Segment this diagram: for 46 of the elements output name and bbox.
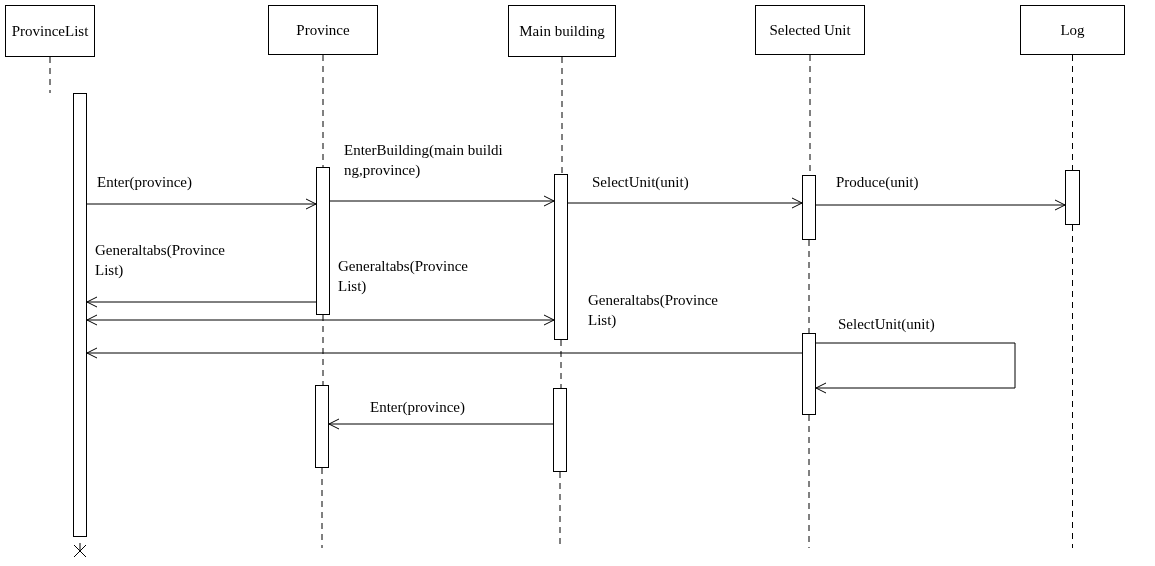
message-label: EnterBuilding(main building,province) <box>344 141 504 181</box>
lifeline-header-box <box>508 5 616 57</box>
message-label: Generaltabs(ProvinceList) <box>588 291 719 331</box>
lifeline-name: Main building <box>519 21 605 41</box>
message-arrow <box>86 198 317 210</box>
message-arrow <box>328 418 554 430</box>
lifeline-name: ProvinceList <box>11 21 89 41</box>
lifeline <box>49 56 51 94</box>
lifeline <box>808 414 810 549</box>
activation-bar <box>554 174 568 340</box>
message-label: Generaltabs(ProvinceList) <box>338 257 469 297</box>
message-arrow <box>86 314 555 326</box>
lifeline-name: Selected Unit <box>769 20 851 40</box>
message-arrow <box>86 296 317 308</box>
message-arrow <box>815 199 1066 211</box>
message-label: Enter(province) <box>97 173 193 192</box>
lifeline <box>322 54 324 168</box>
lifeline-name: Log <box>1060 20 1085 40</box>
lifeline <box>560 339 562 389</box>
lifeline-header-box <box>1020 5 1125 55</box>
message-label: SelectUnit(unit) <box>592 173 690 192</box>
lifeline-header-box <box>755 5 865 55</box>
message-label: Produce(unit) <box>836 173 920 192</box>
message-arrow <box>86 347 803 359</box>
activation-bar <box>553 388 567 472</box>
activation-bar <box>802 175 816 240</box>
activation-bar <box>73 93 87 537</box>
message-label: Generaltabs(ProvinceList) <box>95 241 226 281</box>
message-arrow <box>329 195 555 207</box>
lifeline <box>1072 224 1073 549</box>
lifeline <box>321 467 323 549</box>
lifeline-header-box <box>5 5 95 57</box>
message-label: Enter(province) <box>370 398 466 417</box>
lifeline <box>561 56 563 175</box>
activation-bar <box>802 333 816 415</box>
activation-bar <box>316 167 330 315</box>
lifeline-name: Province <box>296 20 350 40</box>
lifeline <box>322 314 324 386</box>
message-arrow <box>815 342 1016 394</box>
message-arrow <box>567 197 803 209</box>
lifeline-header-box <box>268 5 378 55</box>
message-label: SelectUnit(unit) <box>838 315 936 334</box>
lifeline <box>808 239 810 334</box>
activation-bar <box>315 385 329 468</box>
lifeline <box>1072 54 1073 171</box>
activation-bar <box>1065 170 1080 225</box>
